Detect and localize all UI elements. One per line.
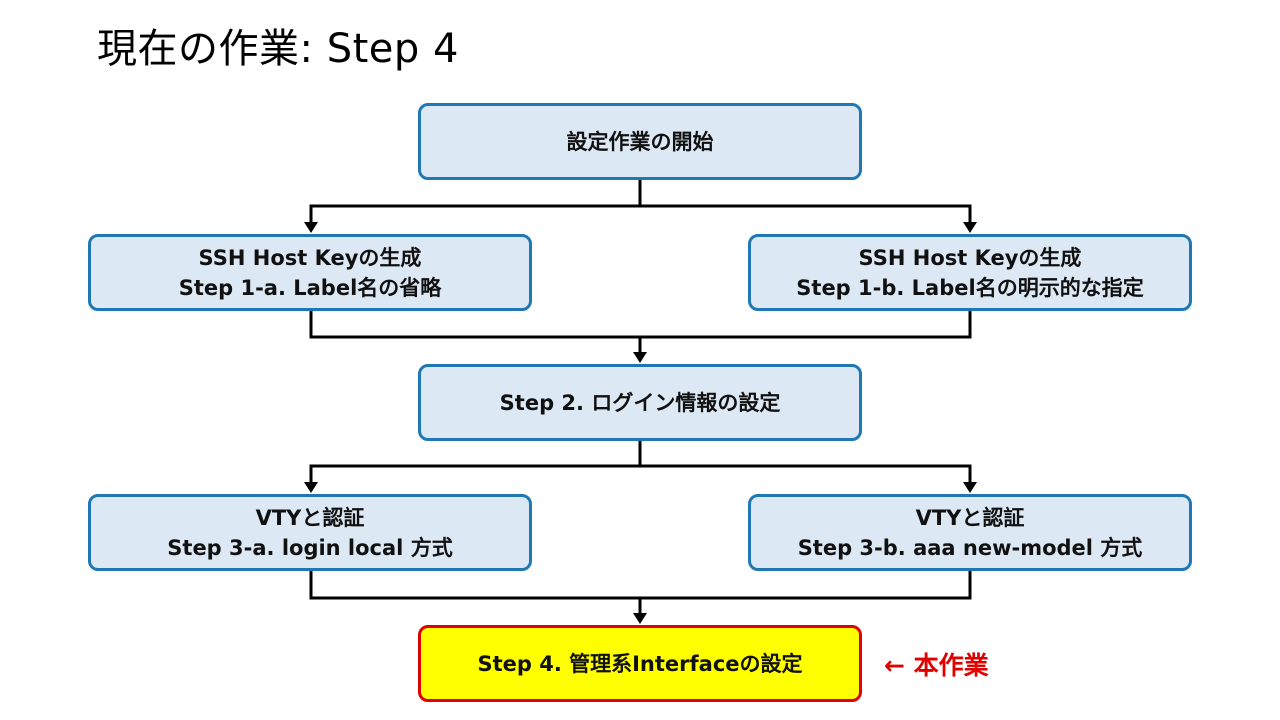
step-3a-heading: VTYと認証: [255, 505, 365, 530]
arrowhead-to-1a: [304, 222, 318, 233]
arrowhead-to-1b: [963, 222, 977, 233]
connector-1a-merge: [309, 310, 972, 339]
page-title: 現在の作業: Step 4: [97, 26, 459, 72]
current-step-note: ← 本作業: [884, 651, 989, 680]
arrowhead-to-3b: [963, 482, 977, 493]
step-1b-label: Step 1-b. Label名の明示的な指定: [796, 275, 1144, 300]
step-1b-heading: SSH Host Keyの生成: [858, 245, 1082, 270]
step-1a-heading: SSH Host Keyの生成: [198, 245, 422, 270]
step-start-label: 設定作業の開始: [566, 129, 714, 154]
step-3b-label: Step 3-b. aaa new-model 方式: [797, 535, 1143, 560]
step-1a-box: SSH Host Keyの生成 Step 1-a. Label名の省略: [88, 234, 532, 311]
step-3a-label: Step 3-a. login local 方式: [167, 535, 453, 560]
step-1a-label: Step 1-a. Label名の省略: [178, 275, 442, 300]
connector-start-to-1b: [640, 204, 972, 226]
step-1b-box: SSH Host Keyの生成 Step 1-b. Label名の明示的な指定: [748, 234, 1192, 311]
arrowhead-to-step4: [633, 613, 647, 624]
step-start-box: 設定作業の開始: [418, 103, 862, 180]
connector-step2-split: [309, 440, 642, 486]
step-3b-box: VTYと認証 Step 3-b. aaa new-model 方式: [748, 494, 1192, 571]
step-4-label: Step 4. 管理系Interfaceの設定: [477, 651, 803, 676]
step-3a-box: VTYと認証 Step 3-a. login local 方式: [88, 494, 532, 571]
arrowhead-to-step2: [633, 352, 647, 363]
step-2-label: Step 2. ログイン情報の設定: [499, 390, 781, 415]
arrowhead-to-3a: [304, 482, 318, 493]
connector-start-split: [309, 180, 642, 226]
step-4-box: Step 4. 管理系Interfaceの設定: [418, 625, 862, 702]
connector-3a-merge: [309, 570, 972, 600]
connector-step2-to-3b: [640, 464, 972, 486]
step-2-box: Step 2. ログイン情報の設定: [418, 364, 862, 441]
step-3b-heading: VTYと認証: [915, 505, 1025, 530]
